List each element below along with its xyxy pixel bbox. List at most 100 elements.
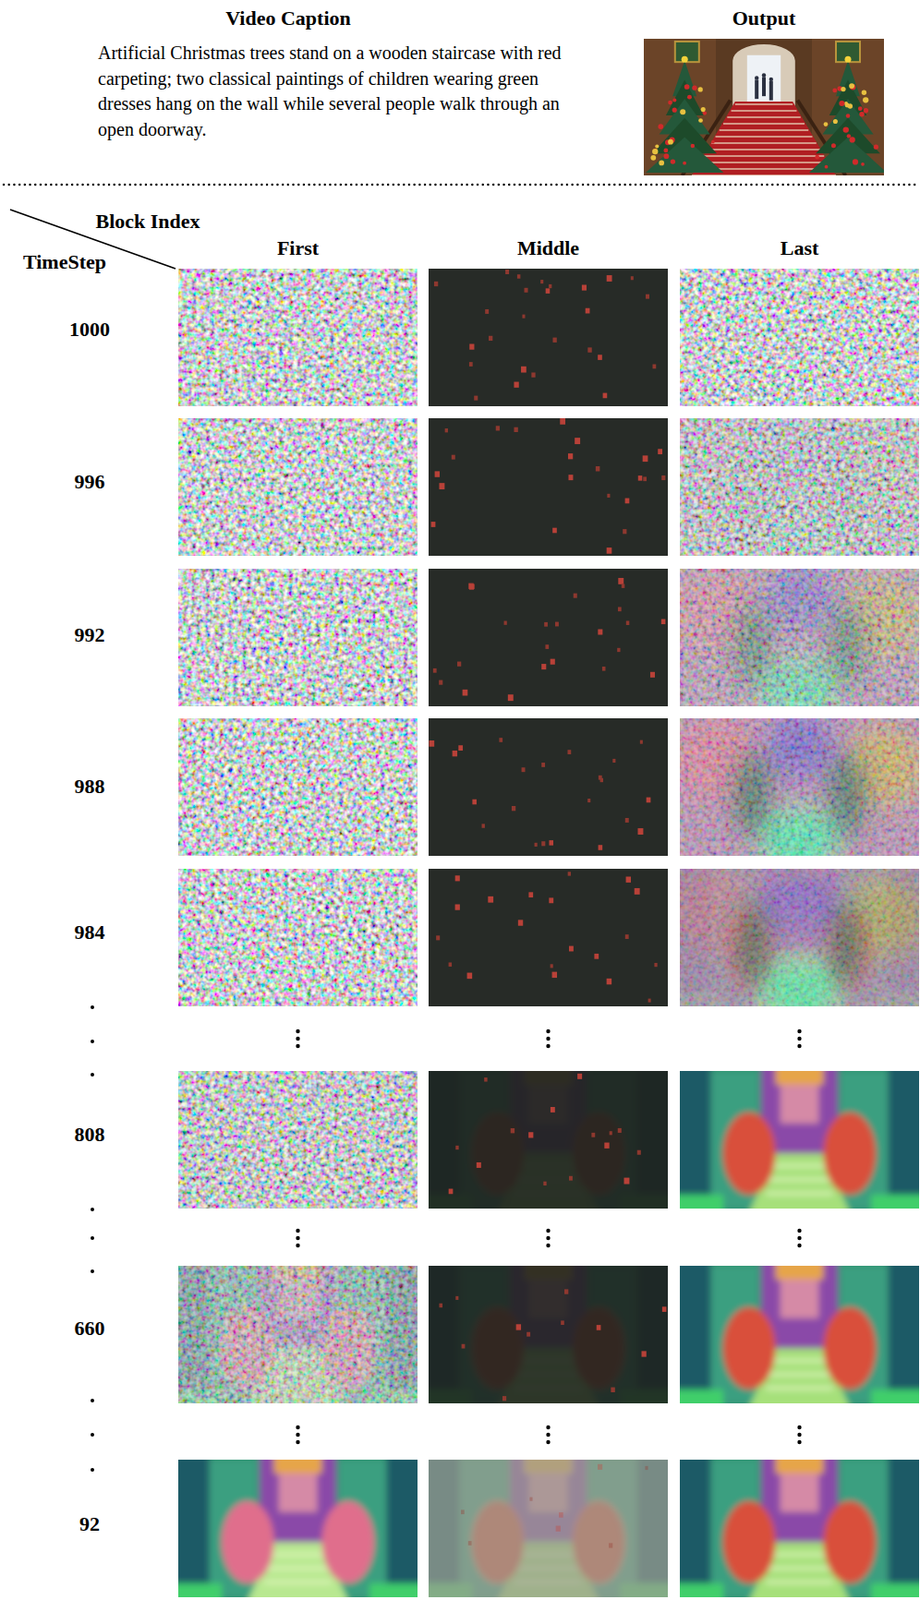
- ellipsis-dot: [90, 1040, 95, 1044]
- red-dot: [541, 664, 546, 670]
- scene-step: [765, 1387, 834, 1391]
- scene-door: [780, 1471, 819, 1514]
- red-dot: [606, 275, 613, 282]
- red-dot: [484, 1077, 487, 1082]
- red-dot: [568, 453, 573, 460]
- image-ground: [178, 1071, 418, 1210]
- tree-ornament: [846, 113, 851, 119]
- red-dot: [460, 1510, 465, 1515]
- red-dot: [457, 662, 461, 667]
- scene-light: [775, 1266, 824, 1281]
- ellipsis-dot: [90, 1270, 95, 1274]
- generated-image: [428, 1266, 668, 1405]
- generated-image: [679, 568, 920, 707]
- red-dot: [552, 528, 557, 534]
- red-dot: [545, 288, 551, 294]
- scene-floor: [619, 1390, 668, 1405]
- noise-layer: [679, 418, 920, 557]
- tree-ornament: [663, 153, 669, 159]
- scene-door: [780, 1082, 819, 1125]
- generated-image: [679, 418, 920, 557]
- red-dot: [521, 314, 525, 319]
- red-dot: [528, 892, 533, 898]
- red-dot: [644, 1466, 648, 1471]
- image-ground: [178, 718, 418, 857]
- photo-person: [769, 81, 774, 101]
- tree-ornament: [823, 121, 829, 127]
- red-dot: [642, 476, 647, 482]
- red-dot: [469, 362, 473, 367]
- photo-person-head: [769, 77, 774, 82]
- photo-person-head: [762, 72, 766, 77]
- red-dot: [473, 396, 478, 401]
- ellipsis-dot: [545, 1426, 550, 1430]
- red-dot: [626, 876, 631, 883]
- red-dot: [540, 279, 544, 284]
- red-dot: [597, 629, 603, 635]
- generated-image: [679, 1071, 920, 1210]
- red-dot: [606, 494, 610, 498]
- red-dot: [626, 620, 630, 626]
- tree-layer: [822, 98, 873, 134]
- red-dot: [455, 1146, 459, 1150]
- red-dot: [496, 425, 500, 431]
- photo-step: [723, 122, 805, 124]
- scene-floor: [178, 1584, 222, 1598]
- scene-floor: [871, 1584, 920, 1598]
- scene-ground: [679, 869, 920, 1007]
- red-dots: [435, 871, 658, 1003]
- red-dot: [452, 750, 458, 757]
- noise-layer: [679, 869, 920, 1007]
- red-dot: [521, 767, 526, 773]
- image-ground: [178, 568, 418, 707]
- red-dot: [646, 798, 652, 804]
- timestep-label: 808: [74, 1123, 106, 1148]
- image-ground: [428, 1460, 668, 1598]
- red-dot: [585, 308, 591, 315]
- red-dot: [564, 1289, 569, 1295]
- red-dot: [617, 606, 622, 612]
- column-header: Middle: [517, 236, 580, 261]
- scene-floor: [871, 1195, 920, 1210]
- scene-door: [780, 1277, 819, 1320]
- image-ground: [178, 418, 418, 557]
- scene-tree: [221, 1501, 275, 1585]
- red-dot: [511, 806, 516, 812]
- scene-step: [765, 1553, 834, 1557]
- red-dot: [462, 690, 469, 697]
- red-dot: [625, 934, 630, 940]
- red-dot: [438, 483, 445, 490]
- scene-step: [514, 1164, 582, 1168]
- tree-ornament: [667, 139, 674, 146]
- blurred-scene: [428, 1460, 668, 1598]
- scene-tree: [723, 1113, 776, 1196]
- red-dot: [445, 428, 448, 433]
- tree-layer: [665, 79, 704, 115]
- red-dots: [433, 578, 666, 702]
- tree-ornament: [670, 158, 676, 164]
- generated-image: [428, 1460, 668, 1598]
- red-dot: [431, 521, 436, 528]
- tree-ornament: [861, 90, 867, 96]
- scene-ground: [178, 1266, 418, 1405]
- photo-step: [703, 155, 824, 157]
- ellipsis-dot: [545, 1433, 550, 1438]
- tree-ornament: [847, 103, 853, 109]
- scene-floor: [679, 1390, 724, 1405]
- red-dot: [544, 644, 549, 650]
- tree-ornament: [690, 144, 695, 148]
- red-dot: [516, 1324, 521, 1331]
- red-dot: [662, 1307, 667, 1313]
- red-dot: [552, 972, 557, 979]
- image-ground: [178, 869, 418, 1007]
- grey-wash: [428, 1460, 668, 1598]
- red-dot: [568, 474, 573, 481]
- red-dot: [567, 750, 571, 755]
- tree-ornament: [848, 83, 855, 89]
- tree-ornament: [849, 84, 856, 90]
- tree-ornament: [679, 108, 686, 115]
- red-dot: [448, 962, 452, 967]
- ellipsis-dot: [797, 1044, 801, 1049]
- scene-step: [765, 1192, 834, 1196]
- red-dot: [559, 418, 566, 425]
